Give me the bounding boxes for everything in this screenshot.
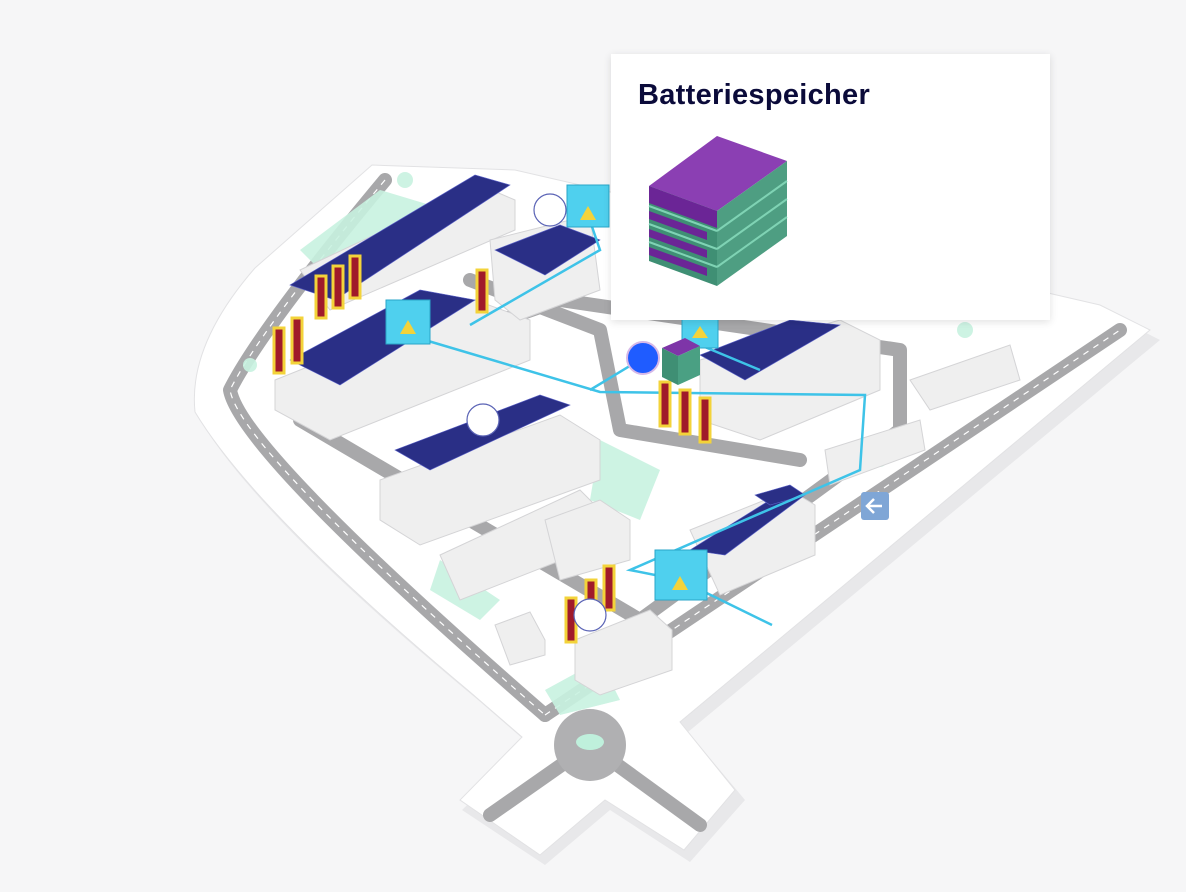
transformer-icon bbox=[385, 299, 431, 345]
map-marker-solar-center[interactable] bbox=[466, 403, 500, 437]
charger-icon bbox=[331, 264, 345, 310]
back-button[interactable] bbox=[861, 492, 889, 520]
transformer-icon bbox=[654, 549, 708, 601]
map-marker-transformer-north[interactable] bbox=[533, 193, 567, 227]
battery-storage-icon bbox=[648, 136, 788, 286]
arrow-left-icon bbox=[865, 498, 882, 514]
tooltip-title: Batteriespeicher bbox=[638, 79, 871, 111]
charger-icon bbox=[678, 388, 692, 436]
transformer-icon bbox=[566, 184, 610, 228]
transformer-stations bbox=[385, 184, 719, 601]
battery-storage-map-icon bbox=[662, 338, 700, 385]
charger-icon bbox=[602, 564, 616, 612]
charger-icon bbox=[698, 396, 712, 444]
info-tooltip: Batteriespeicher bbox=[611, 54, 1050, 320]
map-marker-battery-storage[interactable] bbox=[626, 341, 660, 375]
charger-icon bbox=[658, 380, 672, 428]
charger-icon bbox=[314, 274, 328, 320]
charger-icon bbox=[290, 316, 304, 365]
map-marker-charging-south[interactable] bbox=[573, 598, 607, 632]
charger-icon bbox=[272, 326, 286, 375]
charger-icon bbox=[475, 268, 489, 314]
charger-icon bbox=[348, 254, 362, 300]
